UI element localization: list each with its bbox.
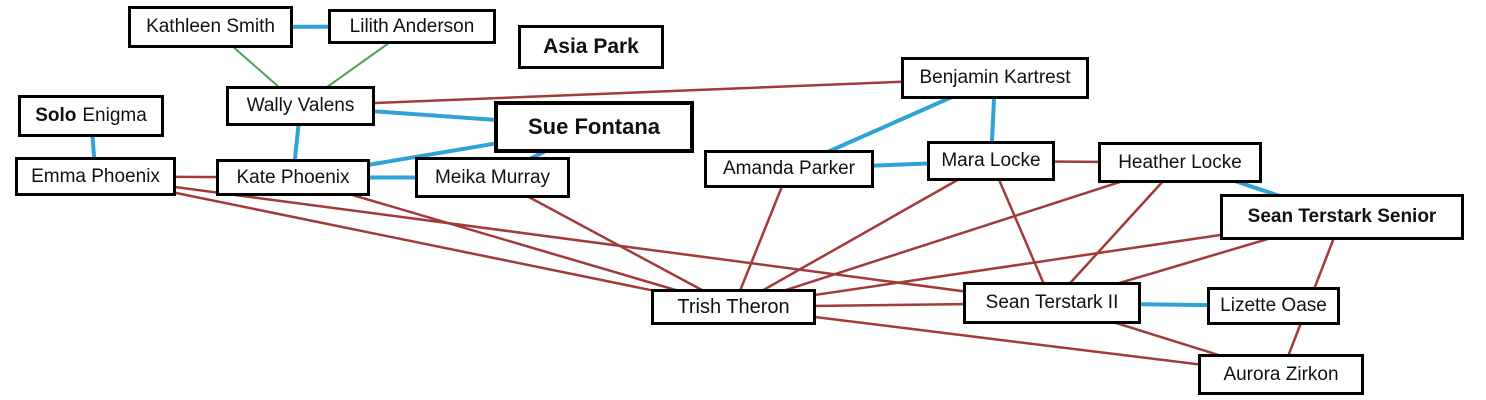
- node-kathleen-smith[interactable]: Kathleen Smith: [128, 6, 293, 48]
- node-label: Benjamin Kartrest: [919, 67, 1071, 88]
- node-label: Kate Phoenix: [236, 166, 350, 188]
- node-label: Emma Phoenix: [31, 165, 160, 187]
- node-emma-phoenix[interactable]: Emma Phoenix: [15, 157, 176, 196]
- red-link-mara-trish: [732, 159, 992, 309]
- node-label: Sean Terstark Senior: [1247, 206, 1437, 227]
- node-sue-fontana[interactable]: Sue Fontana: [494, 101, 694, 153]
- node-lizette-oase[interactable]: Lizette Oase: [1207, 287, 1340, 325]
- node-benjamin-kartrest[interactable]: Benjamin Kartrest: [901, 57, 1089, 99]
- node-meika-murray[interactable]: Meika Murray: [415, 157, 570, 198]
- node-asia-park[interactable]: Asia Park: [518, 25, 664, 69]
- node-label: Enigma: [82, 105, 147, 126]
- node-label: Kathleen Smith: [146, 16, 275, 37]
- red-link-trish-aurora: [733, 305, 1282, 376]
- node-label: Wally Valens: [246, 95, 355, 116]
- node-label: Sue Fontana: [527, 114, 660, 139]
- red-link-heather-sean_ii: [1051, 161, 1181, 304]
- node-label: Mara Locke: [941, 150, 1041, 171]
- node-label: Lizette Oase: [1220, 295, 1327, 316]
- node-lilith-anderson[interactable]: Lilith Anderson: [328, 9, 496, 44]
- node-label-bold: Solo: [35, 105, 77, 126]
- node-amanda-parker[interactable]: Amanda Parker: [704, 150, 874, 188]
- node-label: Lilith Anderson: [349, 15, 475, 37]
- node-label: Sean Terstark II: [985, 292, 1119, 313]
- red-link-mara-sean_ii: [989, 160, 1054, 304]
- red-link-emma-sean_ii: [95, 175, 1053, 305]
- node-sean-terstark-ii[interactable]: Sean Terstark II: [963, 282, 1141, 324]
- red-link-wally-benjamin: [300, 76, 996, 108]
- red-link-heather-trish: [733, 161, 1181, 309]
- red-link-amanda-trish: [732, 168, 791, 308]
- red-link-kate-trish: [292, 176, 734, 309]
- node-label: Aurora Zirkon: [1223, 363, 1339, 385]
- node-kate-phoenix[interactable]: Kate Phoenix: [216, 159, 370, 196]
- node-trish-theron[interactable]: Trish Theron: [651, 289, 816, 325]
- node-sean-terstark-senior[interactable]: Sean Terstark Senior: [1220, 194, 1464, 240]
- red-link-meika-trish: [491, 176, 735, 309]
- node-label: Meika Murray: [434, 166, 551, 188]
- node-aurora-zirkon[interactable]: Aurora Zirkon: [1198, 354, 1364, 395]
- node-label: Asia Park: [543, 35, 639, 58]
- node-solo-enigma[interactable]: Solo Enigma: [18, 95, 164, 137]
- node-label: Trish Theron: [677, 295, 790, 318]
- node-mara-locke[interactable]: Mara Locke: [927, 141, 1055, 181]
- red-link-emma-trish: [95, 175, 734, 309]
- node-wally-valens[interactable]: Wally Valens: [226, 86, 375, 126]
- node-label: Amanda Parker: [722, 158, 855, 179]
- node-heather-locke[interactable]: Heather Locke: [1098, 142, 1262, 183]
- node-label: Heather Locke: [1118, 151, 1242, 173]
